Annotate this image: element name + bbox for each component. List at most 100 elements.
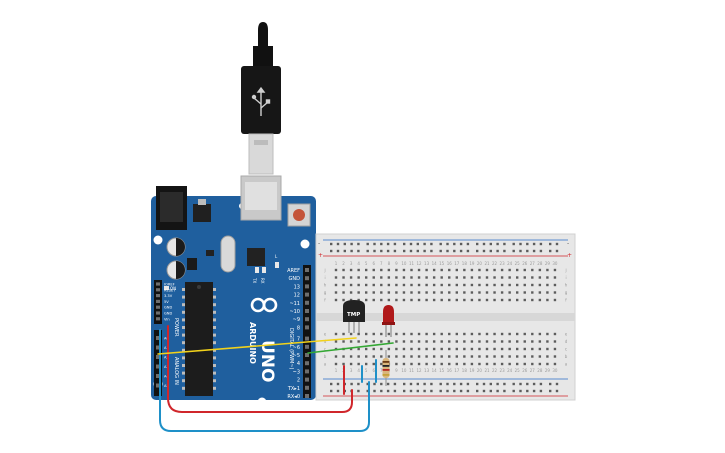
terminal-hole[interactable] xyxy=(395,276,398,279)
terminal-hole[interactable] xyxy=(508,276,511,279)
terminal-hole[interactable] xyxy=(508,347,511,351)
wire-blue-gnd[interactable] xyxy=(159,329,370,432)
rail-hole[interactable] xyxy=(423,382,426,386)
terminal-hole[interactable] xyxy=(432,355,436,358)
terminal-hole[interactable] xyxy=(493,283,496,287)
rail-hole[interactable] xyxy=(393,389,397,393)
rail-hole[interactable] xyxy=(549,249,552,253)
rail-hole[interactable] xyxy=(489,249,492,253)
terminal-hole[interactable] xyxy=(538,332,542,336)
header-pin-hole[interactable] xyxy=(305,361,309,366)
terminal-hole[interactable] xyxy=(508,268,511,272)
terminal-hole[interactable] xyxy=(432,362,436,366)
terminal-hole[interactable] xyxy=(334,355,338,358)
terminal-hole[interactable] xyxy=(365,340,368,343)
header-pin-hole[interactable] xyxy=(305,284,309,289)
terminal-hole[interactable] xyxy=(349,268,353,272)
terminal-hole[interactable] xyxy=(387,268,391,272)
terminal-hole[interactable] xyxy=(508,283,511,287)
terminal-hole[interactable] xyxy=(538,283,542,287)
analog-pin-header[interactable] xyxy=(154,330,162,396)
rail-hole[interactable] xyxy=(393,242,397,246)
terminal-hole[interactable] xyxy=(553,340,557,343)
terminal-hole[interactable] xyxy=(538,347,542,351)
terminal-hole[interactable] xyxy=(372,340,375,343)
terminal-hole[interactable] xyxy=(493,298,496,302)
rail-hole[interactable] xyxy=(336,389,340,393)
terminal-hole[interactable] xyxy=(402,355,406,358)
rail-hole[interactable] xyxy=(350,242,353,246)
rail-hole[interactable] xyxy=(357,389,360,393)
terminal-hole[interactable] xyxy=(493,332,496,336)
terminal-hole[interactable] xyxy=(425,268,428,272)
terminal-hole[interactable] xyxy=(516,362,519,366)
usb-cable[interactable] xyxy=(241,22,281,175)
rail-hole[interactable] xyxy=(373,382,376,386)
terminal-hole[interactable] xyxy=(531,268,534,272)
terminal-hole[interactable] xyxy=(500,340,504,343)
terminal-hole[interactable] xyxy=(387,347,391,351)
header-pin-hole[interactable] xyxy=(156,288,160,292)
terminal-hole[interactable] xyxy=(380,362,383,366)
rail-hole[interactable] xyxy=(380,389,383,393)
rail-hole[interactable] xyxy=(423,389,426,393)
terminal-hole[interactable] xyxy=(425,347,428,351)
terminal-hole[interactable] xyxy=(410,332,413,336)
terminal-hole[interactable] xyxy=(334,362,338,366)
terminal-hole[interactable] xyxy=(523,291,526,294)
terminal-hole[interactable] xyxy=(470,291,474,294)
terminal-hole[interactable] xyxy=(538,276,542,279)
rail-hole[interactable] xyxy=(512,382,515,386)
header-pin-hole[interactable] xyxy=(305,344,309,349)
terminal-hole[interactable] xyxy=(440,276,443,279)
rail-hole[interactable] xyxy=(496,382,499,386)
terminal-hole[interactable] xyxy=(380,340,383,343)
terminal-hole[interactable] xyxy=(334,332,338,336)
terminal-hole[interactable] xyxy=(531,347,534,351)
terminal-hole[interactable] xyxy=(417,276,421,279)
terminal-hole[interactable] xyxy=(417,332,421,336)
terminal-hole[interactable] xyxy=(395,298,398,302)
rail-hole[interactable] xyxy=(423,249,426,253)
terminal-hole[interactable] xyxy=(417,291,421,294)
terminal-hole[interactable] xyxy=(546,276,549,279)
terminal-hole[interactable] xyxy=(342,298,345,302)
terminal-hole[interactable] xyxy=(349,332,353,336)
header-pin-hole[interactable] xyxy=(305,317,309,322)
terminal-hole[interactable] xyxy=(493,268,496,272)
rail-hole[interactable] xyxy=(403,382,406,386)
terminal-hole[interactable] xyxy=(372,283,375,287)
terminal-hole[interactable] xyxy=(342,362,345,366)
header-pin-hole[interactable] xyxy=(305,300,309,305)
terminal-hole[interactable] xyxy=(478,332,481,336)
terminal-hole[interactable] xyxy=(553,291,557,294)
terminal-hole[interactable] xyxy=(500,291,504,294)
terminal-hole[interactable] xyxy=(357,362,360,366)
header-pin-hole[interactable] xyxy=(156,336,160,340)
terminal-hole[interactable] xyxy=(380,298,383,302)
terminal-hole[interactable] xyxy=(508,298,511,302)
terminal-hole[interactable] xyxy=(380,332,383,336)
terminal-hole[interactable] xyxy=(417,347,421,351)
terminal-hole[interactable] xyxy=(478,283,481,287)
rail-hole[interactable] xyxy=(482,242,486,246)
rail-hole[interactable] xyxy=(532,389,536,393)
rail-hole[interactable] xyxy=(476,389,479,393)
terminal-hole[interactable] xyxy=(463,347,466,351)
terminal-hole[interactable] xyxy=(432,268,436,272)
terminal-hole[interactable] xyxy=(500,355,504,358)
terminal-hole[interactable] xyxy=(523,298,526,302)
terminal-hole[interactable] xyxy=(493,340,496,343)
rail-hole[interactable] xyxy=(366,382,369,386)
terminal-hole[interactable] xyxy=(485,283,489,287)
terminal-hole[interactable] xyxy=(395,291,398,294)
resistor[interactable] xyxy=(382,350,390,386)
terminal-hole[interactable] xyxy=(395,355,398,358)
terminal-hole[interactable] xyxy=(357,347,360,351)
terminal-hole[interactable] xyxy=(417,268,421,272)
rail-hole[interactable] xyxy=(519,242,522,246)
terminal-hole[interactable] xyxy=(531,291,534,294)
rail-hole[interactable] xyxy=(549,242,552,246)
terminal-hole[interactable] xyxy=(448,347,451,351)
terminal-hole[interactable] xyxy=(546,332,549,336)
